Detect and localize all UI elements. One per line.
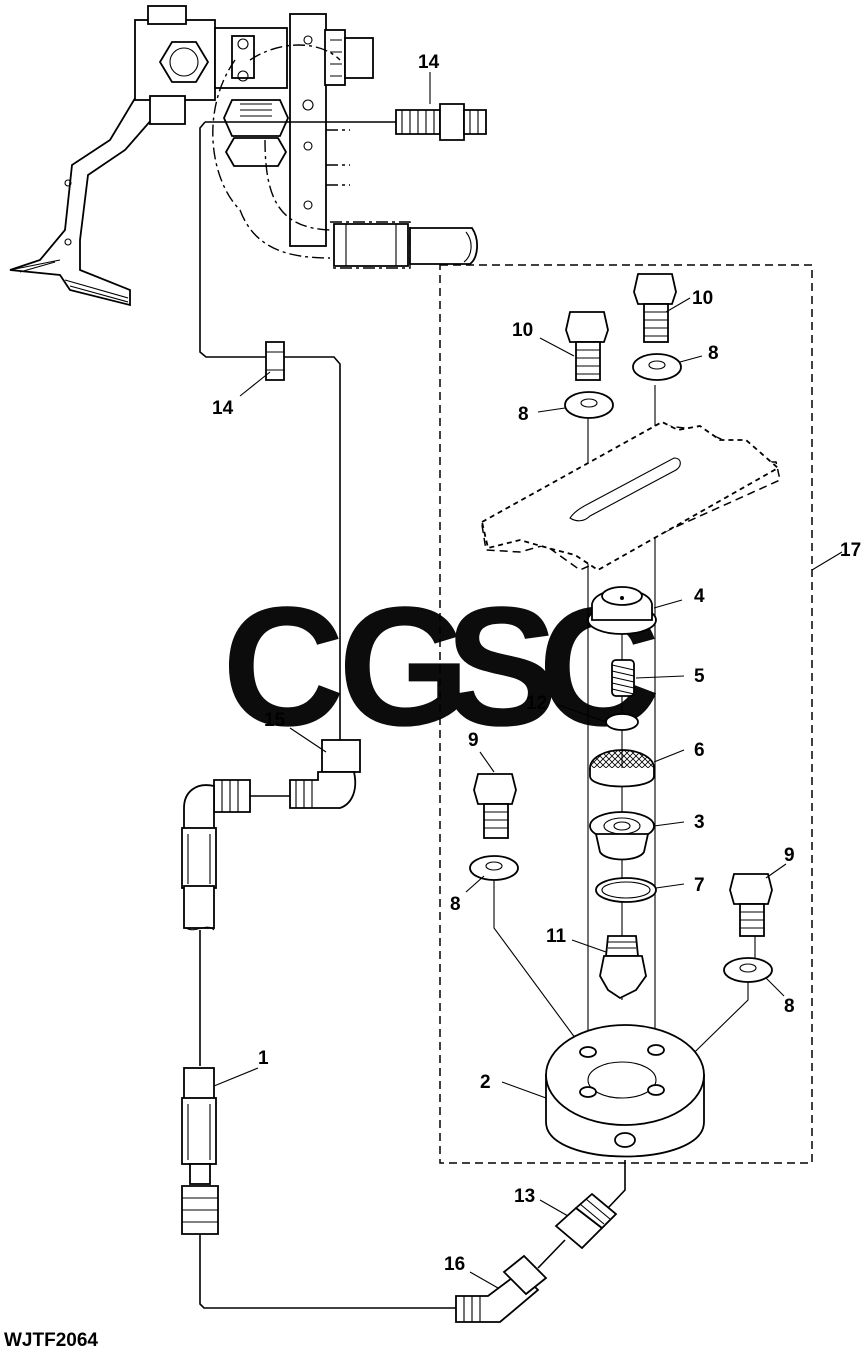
filter-screen-6 xyxy=(589,749,685,788)
kit-boundary-17 xyxy=(439,264,813,1164)
fitting-14-top xyxy=(205,72,487,141)
callout-14-mid: 14 xyxy=(212,398,234,419)
callout-6: 6 xyxy=(694,740,705,761)
callout-4: 4 xyxy=(694,586,705,607)
watermark-letter-1: C xyxy=(222,572,345,762)
callout-17: 17 xyxy=(840,540,861,561)
bolt-10-right xyxy=(633,273,691,343)
elbow-fitting-15 xyxy=(289,727,361,809)
o-ring-7 xyxy=(595,877,685,903)
callout-5: 5 xyxy=(694,666,705,687)
callout-8-lower-left: 8 xyxy=(450,894,461,915)
frame-rail-reference xyxy=(480,420,781,572)
callout-2: 2 xyxy=(480,1072,491,1093)
watermark-letter-2: G xyxy=(338,572,470,762)
callout-1: 1 xyxy=(258,1048,269,1069)
callout-10-left: 10 xyxy=(512,320,533,341)
figure-id: WJTF2064 xyxy=(4,1330,98,1350)
callout-12: 12 xyxy=(526,693,547,714)
tube-line xyxy=(199,121,341,740)
callout-9-left: 9 xyxy=(468,730,479,751)
bolt-9-right xyxy=(723,863,787,997)
nozzle-11 xyxy=(571,935,647,1000)
callout-8-lower-right: 8 xyxy=(784,996,795,1017)
callout-13: 13 xyxy=(514,1186,535,1207)
bolt-10-left xyxy=(539,311,609,381)
valve-seat-3 xyxy=(589,811,685,861)
fitting-13 xyxy=(537,1160,626,1269)
spring-5 xyxy=(611,659,685,697)
fitting-16 xyxy=(455,1254,548,1323)
valve-cap-4 xyxy=(587,586,683,635)
callout-9-right: 9 xyxy=(784,845,795,866)
callout-11: 11 xyxy=(546,926,567,947)
washer-8-left xyxy=(537,391,614,419)
callout-15: 15 xyxy=(264,710,286,731)
washer-8-right xyxy=(632,353,703,381)
callout-10-right: 10 xyxy=(692,288,713,309)
callout-3: 3 xyxy=(694,812,705,833)
upper-bracket-assembly xyxy=(9,5,478,307)
bolt-9-left xyxy=(465,751,519,893)
callout-labels: 14 14 10 10 8 8 8 17 4 5 12 6 15 9 3 7 9… xyxy=(212,52,861,1275)
callout-14-top: 14 xyxy=(418,52,440,73)
o-ring-12 xyxy=(555,703,639,731)
callout-8-upper-right: 8 xyxy=(708,343,719,364)
callout-8-upper-left: 8 xyxy=(518,404,529,425)
watermark-letter-3: S xyxy=(445,572,558,762)
manifold-block-2 xyxy=(501,1024,705,1158)
callout-16: 16 xyxy=(444,1254,465,1275)
hose-assembly-1 xyxy=(181,779,456,1309)
callout-7: 7 xyxy=(694,875,705,896)
